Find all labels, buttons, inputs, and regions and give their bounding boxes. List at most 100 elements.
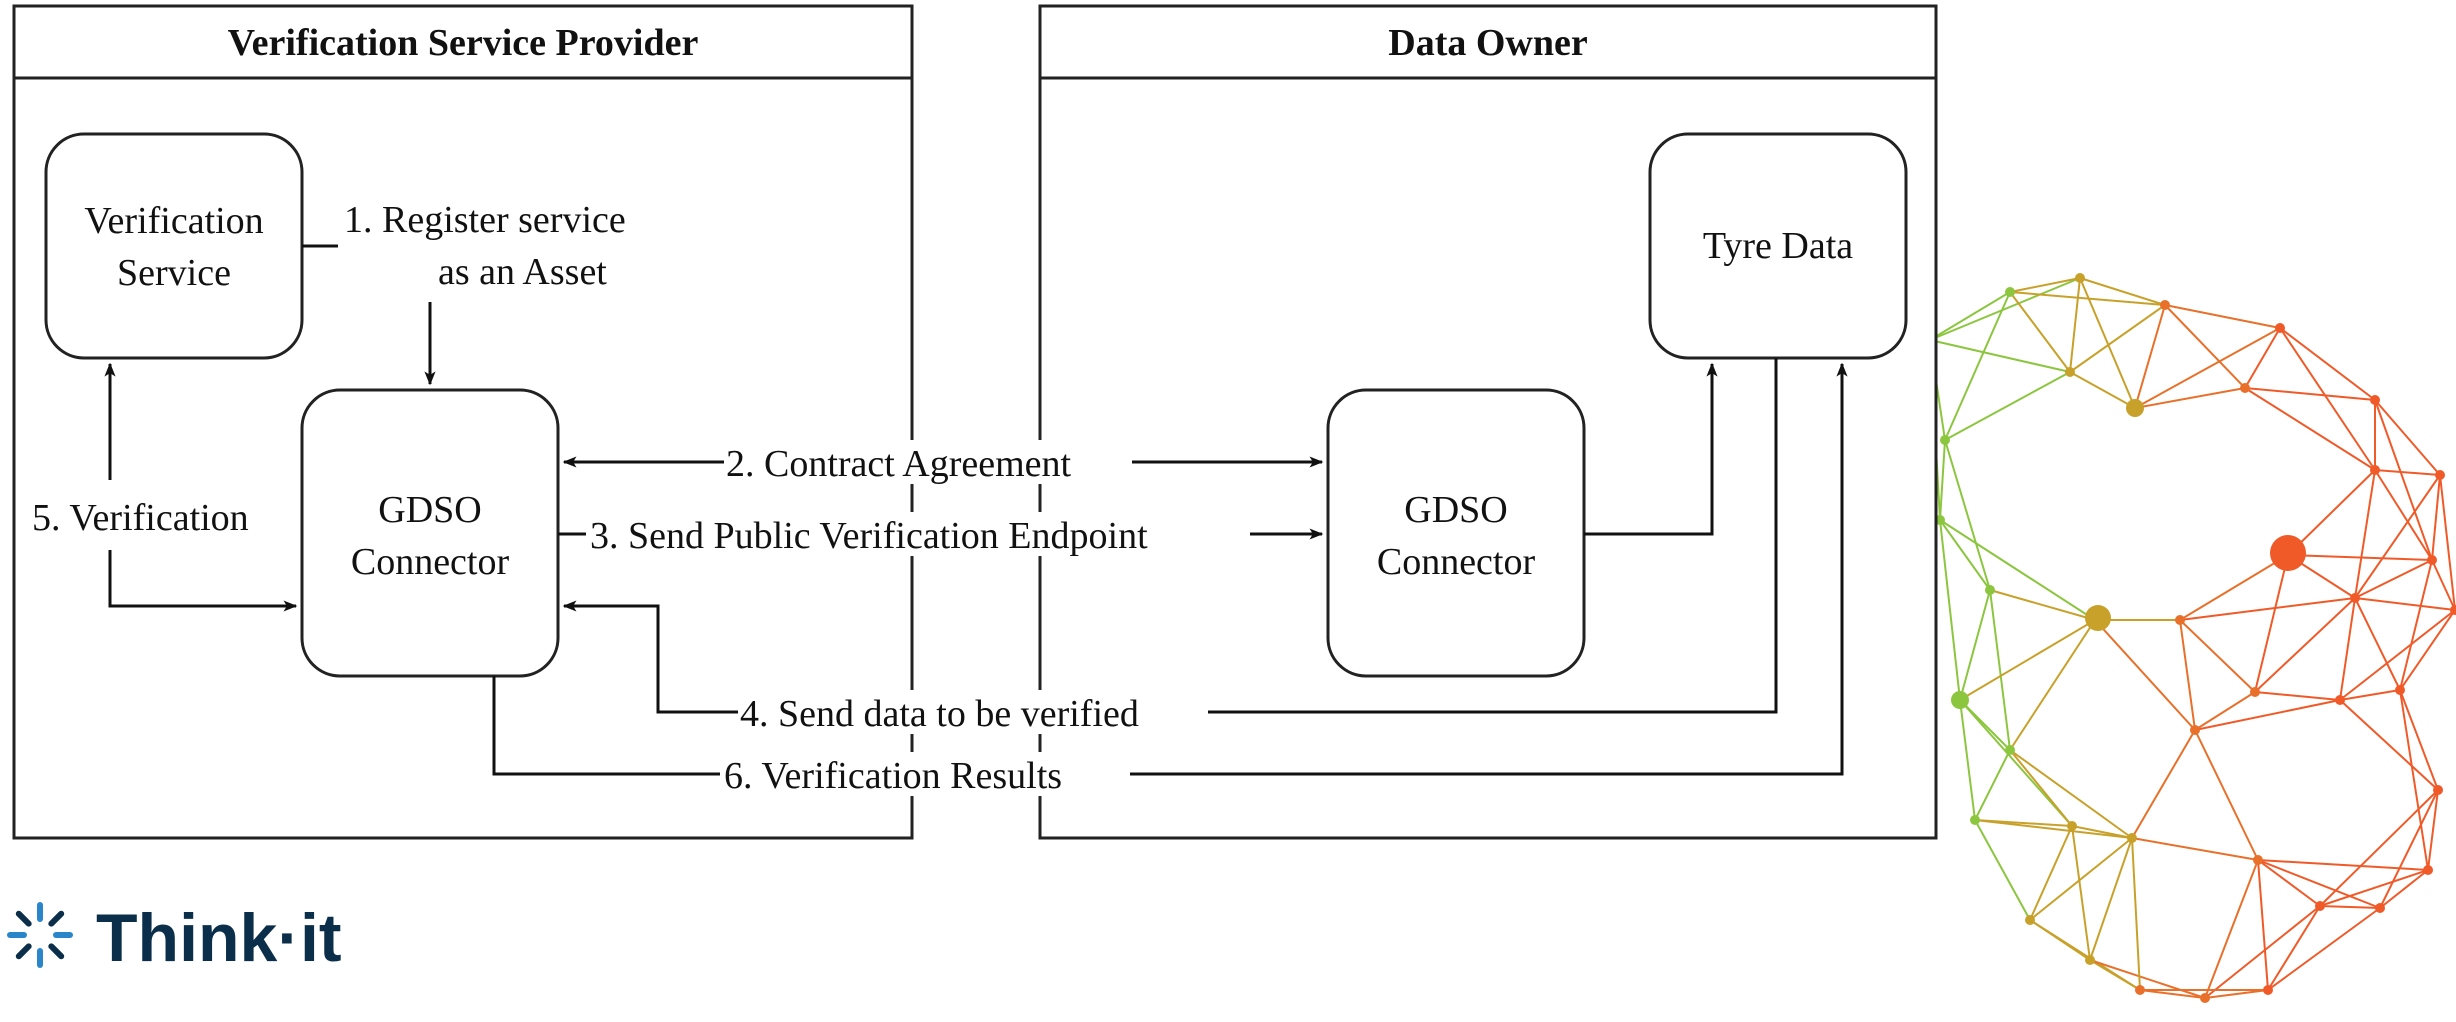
sphere-edge xyxy=(1959,699,1976,821)
sphere-edge xyxy=(2244,387,2376,401)
sphere-edge xyxy=(2094,619,2196,731)
send-data-arrow xyxy=(562,358,1778,714)
sphere-edge xyxy=(1929,339,2071,373)
sphere-edge xyxy=(1939,519,1991,591)
sphere-edge xyxy=(2194,691,2256,731)
step-3-label: 3. Send Public Verification Endpoint xyxy=(590,515,1148,557)
sphere-edge xyxy=(2244,327,2281,389)
sphere-edge xyxy=(1944,439,1991,591)
sphere-edge xyxy=(1929,291,2011,341)
sphere-node xyxy=(2135,985,2145,995)
sphere-node xyxy=(2375,903,2385,913)
tyre-data-node: Tyre Data xyxy=(1648,132,1908,360)
sphere-edge xyxy=(2009,619,2096,751)
step-5-label: 5. Verification xyxy=(32,497,249,539)
sphere-edge xyxy=(2374,469,2441,476)
sphere-edge xyxy=(2339,597,2356,701)
sphere-edge xyxy=(2254,597,2356,693)
sphere-edge xyxy=(2257,859,2429,871)
sphere-edge xyxy=(2204,905,2321,999)
logo-text: Think·it xyxy=(96,900,342,976)
sphere-edge xyxy=(2009,749,2133,839)
sphere-node xyxy=(2335,695,2345,705)
sphere-edge xyxy=(1944,371,2071,441)
logo-mark-segment xyxy=(48,943,65,960)
step-2-label: 2. Contract Agreement xyxy=(726,443,1072,485)
sphere-edge xyxy=(2079,277,2136,409)
gdso-right-label-line1: GDSO xyxy=(1404,489,1507,531)
sphere-edge xyxy=(2279,327,2376,471)
sphere-edge xyxy=(1974,749,2011,821)
sphere-node xyxy=(2435,470,2445,480)
sphere-edge xyxy=(2079,277,2166,306)
sphere-edge xyxy=(2374,469,2433,561)
network-sphere-decoration xyxy=(1925,273,2456,1003)
sphere-edge xyxy=(2427,789,2439,871)
sphere-edge xyxy=(2139,989,2206,999)
sphere-edge xyxy=(2069,371,2136,409)
sphere-edge xyxy=(2339,699,2439,791)
sphere-edge xyxy=(2399,689,2439,791)
sphere-edge xyxy=(2319,905,2381,909)
sphere-edge xyxy=(2194,729,2259,861)
sphere-edge xyxy=(2029,837,2133,921)
think-it-logo: Think·it xyxy=(7,900,342,976)
sphere-edge xyxy=(2131,837,2259,861)
sphere-hub-node xyxy=(2085,605,2111,631)
sphere-node xyxy=(2250,687,2260,697)
verification-results-arrow xyxy=(492,362,1848,776)
step-6-label: 6. Verification Results xyxy=(724,755,1062,797)
sphere-edge xyxy=(1929,277,2081,341)
sphere-edge xyxy=(2069,277,2081,373)
sphere-node xyxy=(2160,300,2170,310)
logo-mark-segment xyxy=(15,943,32,960)
sphere-edge xyxy=(2354,559,2433,599)
gdso-left-label-line2: Connector xyxy=(351,541,510,583)
logo-mark-segment xyxy=(15,910,32,927)
sphere-node xyxy=(2005,287,2015,297)
sphere-node xyxy=(2190,725,2200,735)
sphere-edge xyxy=(2374,399,2441,476)
sphere-edge xyxy=(2179,619,2256,693)
logo-mark-segment xyxy=(48,910,65,927)
sphere-edge xyxy=(2287,554,2433,561)
sphere-node xyxy=(2450,605,2456,615)
sphere-edge xyxy=(2399,559,2433,691)
sphere-edge xyxy=(2431,559,2456,611)
sphere-edge xyxy=(2339,689,2401,701)
sphere-edge xyxy=(1944,291,2011,441)
verification-service-node: Verification Service xyxy=(44,132,304,360)
sphere-edge xyxy=(2009,291,2166,306)
sphere-node xyxy=(2240,383,2250,393)
sphere-edge xyxy=(2439,474,2456,611)
sphere-edge xyxy=(2254,691,2341,701)
sphere-edge xyxy=(2204,989,2269,999)
sphere-node xyxy=(2127,833,2137,843)
gdso-left-label-line1: GDSO xyxy=(378,489,481,531)
sphere-edge xyxy=(1959,699,2073,827)
sphere-node xyxy=(2200,993,2210,1003)
sphere-node xyxy=(2370,395,2380,405)
sphere-edge xyxy=(1939,519,1961,701)
step-labels: 1. Register service as an Asset 2. Contr… xyxy=(28,192,1250,797)
sphere-node xyxy=(2005,745,2015,755)
sphere-node xyxy=(2350,593,2360,603)
sphere-node xyxy=(2065,367,2075,377)
sphere-edge xyxy=(2431,474,2441,561)
step-4-label: 4. Send data to be verified xyxy=(740,693,1139,735)
sphere-edge xyxy=(1989,589,2096,621)
sphere-edge xyxy=(2339,609,2456,701)
sphere-node xyxy=(2085,955,2095,965)
sphere-edge xyxy=(2089,837,2133,961)
sphere-edge xyxy=(2267,905,2321,991)
sphere-edge xyxy=(2131,837,2141,991)
sphere-node xyxy=(2423,865,2433,875)
sphere-edge xyxy=(2134,304,2166,409)
sphere-edge xyxy=(2009,277,2081,293)
sphere-node xyxy=(2395,685,2405,695)
gdso-right-label-line2: Connector xyxy=(1377,541,1536,583)
sphere-edge xyxy=(2379,789,2439,909)
sphere-node xyxy=(2427,555,2437,565)
sphere-edge xyxy=(2354,597,2456,611)
